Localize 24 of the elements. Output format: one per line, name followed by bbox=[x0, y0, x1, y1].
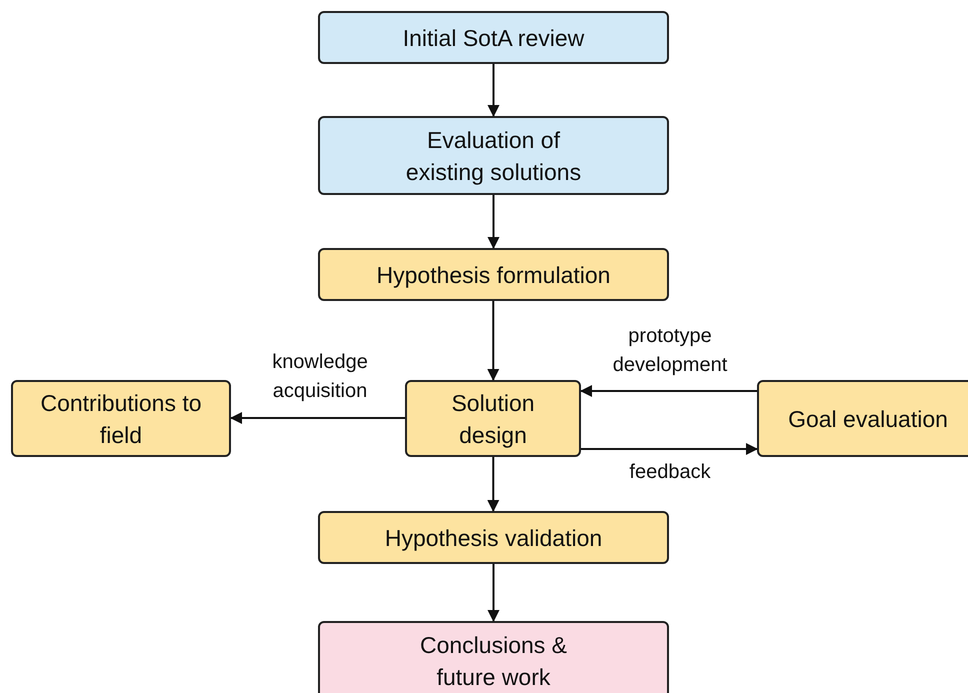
box-text: Initial SotA review bbox=[402, 24, 584, 52]
process-box bbox=[318, 621, 669, 693]
box-text: Evaluation of existing solutions bbox=[404, 126, 582, 187]
box-text: Goal evaluation bbox=[788, 404, 948, 434]
box-text: Conclusions & future work bbox=[418, 631, 568, 692]
arrow bbox=[581, 443, 758, 455]
process-box bbox=[757, 380, 968, 457]
process-box bbox=[318, 248, 669, 301]
process-box bbox=[11, 380, 231, 457]
box-text: Contributions to field bbox=[39, 388, 203, 450]
arrow bbox=[487, 457, 500, 512]
arrow bbox=[488, 195, 500, 249]
arrow bbox=[230, 412, 405, 424]
arrow bbox=[488, 64, 500, 117]
arrow bbox=[488, 564, 500, 622]
box-text: Solution design bbox=[450, 388, 536, 450]
process-box bbox=[405, 380, 581, 457]
arrow bbox=[580, 385, 757, 397]
box-text: Hypothesis formulation bbox=[376, 260, 610, 290]
process-box bbox=[318, 116, 669, 195]
process-box bbox=[318, 511, 669, 564]
arrow bbox=[487, 301, 500, 381]
process-box bbox=[318, 11, 669, 64]
box-text: Hypothesis validation bbox=[384, 524, 602, 553]
